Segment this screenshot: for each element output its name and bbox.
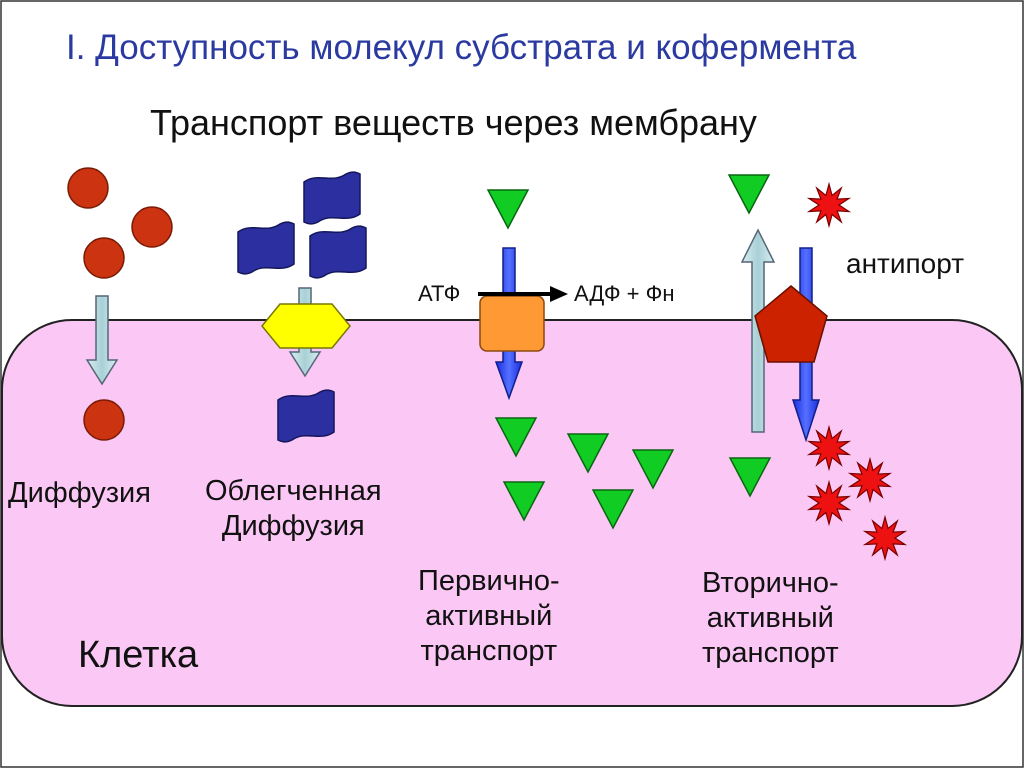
label-antiport: антипорт: [846, 248, 965, 279]
substrate-triangle-inside: [502, 481, 546, 522]
label-facilitated-line1: Облегченная: [205, 475, 382, 507]
ion-star-inside: [806, 479, 852, 527]
substrate-triangle-inside: [631, 449, 675, 490]
label-secondary-line3: транспорт: [702, 637, 839, 669]
channel-protein: [261, 303, 351, 349]
substrate-triangle: [727, 174, 771, 215]
carrier-molecule: [309, 225, 367, 279]
diffusion-molecule-inside: [83, 399, 125, 441]
label-secondary-line1: Вторично-: [702, 567, 839, 599]
label-primary-line1: Первично-: [418, 565, 560, 597]
diffusion-molecule: [67, 167, 109, 209]
diffusion-molecule: [83, 237, 125, 279]
label-diffusion: Диффузия: [8, 476, 151, 511]
diffusion-molecule: [131, 206, 173, 248]
label-primary-active-transport: Первично- активный транспорт: [418, 564, 560, 669]
substrate-triangle-inside: [591, 489, 635, 530]
label-facilitated-line2: Диффузия: [221, 510, 365, 542]
slide-subtitle: Транспорт веществ через мембрану: [150, 102, 757, 143]
substrate-triangle-inside: [494, 417, 538, 458]
ion-stars: [806, 181, 908, 562]
label-secondary-line2: активный: [706, 602, 834, 634]
label-facilitated-diffusion: Облегченная Диффузия: [205, 474, 382, 544]
carrier-molecule-inside: [277, 389, 335, 443]
ion-star-inside: [806, 424, 852, 472]
slide-title: I. Доступность молекул субстрата и кофер…: [66, 28, 857, 67]
carrier-molecule: [303, 171, 361, 225]
substrate-triangle-inside: [728, 457, 772, 498]
secondary-transport-arrow-up: [740, 228, 776, 433]
substrate-triangle: [486, 189, 530, 230]
label-primary-line3: транспорт: [420, 635, 558, 667]
antiport-protein: [754, 285, 828, 363]
label-diffusion-text: Диффузия: [8, 477, 151, 509]
label-secondary-active-transport: Вторично- активный транспорт: [702, 566, 839, 671]
atp-pump: [479, 295, 545, 352]
atp-reaction-arrowhead: [550, 286, 568, 302]
ion-star-inside: [847, 456, 893, 504]
label-cell: Клетка: [78, 634, 199, 676]
diffusion-arrow: [85, 295, 119, 386]
label-atp: АТФ: [418, 281, 461, 306]
label-primary-line2: активный: [425, 600, 553, 632]
ion-star-outside: [806, 181, 852, 229]
label-adp: АДФ + Фн: [574, 281, 675, 306]
ion-star-inside: [862, 514, 908, 562]
carrier-molecule: [237, 221, 295, 275]
substrate-triangle-inside: [566, 433, 610, 474]
